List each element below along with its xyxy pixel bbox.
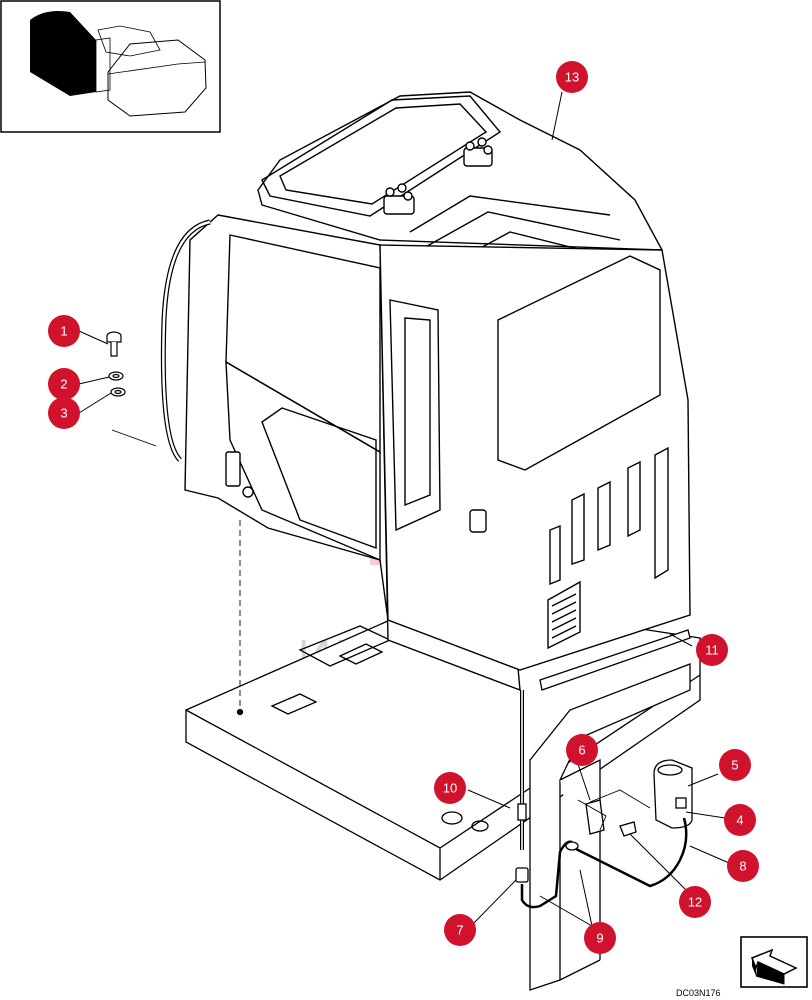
callout-7: 7 xyxy=(444,914,476,946)
callout-2: 2 xyxy=(48,368,80,400)
lock-washer xyxy=(108,371,124,381)
callout-13: 13 xyxy=(556,61,588,93)
machine-locator-icon xyxy=(0,0,221,133)
callout-9-label: 9 xyxy=(596,931,603,946)
front-arrow-icon xyxy=(740,936,808,988)
callout-12: 12 xyxy=(679,886,711,918)
callout-1-label: 1 xyxy=(60,324,67,339)
callout-5-label: 5 xyxy=(731,758,738,773)
flat-washer xyxy=(110,387,126,397)
drawing-reference-code: DC03N176 xyxy=(676,988,721,998)
callout-6-label: 6 xyxy=(578,743,585,758)
callout-4-label: 4 xyxy=(736,813,743,828)
callout-10-label: 10 xyxy=(443,781,457,796)
callout-11-label: 11 xyxy=(705,643,719,658)
roof-mount-bolts xyxy=(383,137,493,215)
callout-11: 11 xyxy=(696,634,728,666)
callout-8-label: 8 xyxy=(739,859,746,874)
callout-9: 9 xyxy=(584,922,616,954)
callout-10: 10 xyxy=(434,772,466,804)
leader-lines xyxy=(78,91,730,927)
callout-12-label: 12 xyxy=(688,895,702,910)
callout-8: 8 xyxy=(727,850,759,882)
callout-5: 5 xyxy=(719,749,751,781)
callout-13-label: 13 xyxy=(565,70,579,85)
guide-lines xyxy=(111,429,651,831)
washer-tank xyxy=(569,759,693,888)
callout-2-label: 2 xyxy=(60,377,67,392)
hex-bolt xyxy=(106,331,122,357)
callout-7-label: 7 xyxy=(456,923,463,938)
callout-4: 4 xyxy=(724,804,756,836)
vent-grille xyxy=(547,580,581,650)
seal-strip xyxy=(539,629,691,691)
callout-3-label: 3 xyxy=(60,406,67,421)
callout-3: 3 xyxy=(48,397,80,429)
callout-1: 1 xyxy=(48,315,80,347)
operator-cab xyxy=(160,91,691,692)
callout-6: 6 xyxy=(566,734,598,766)
